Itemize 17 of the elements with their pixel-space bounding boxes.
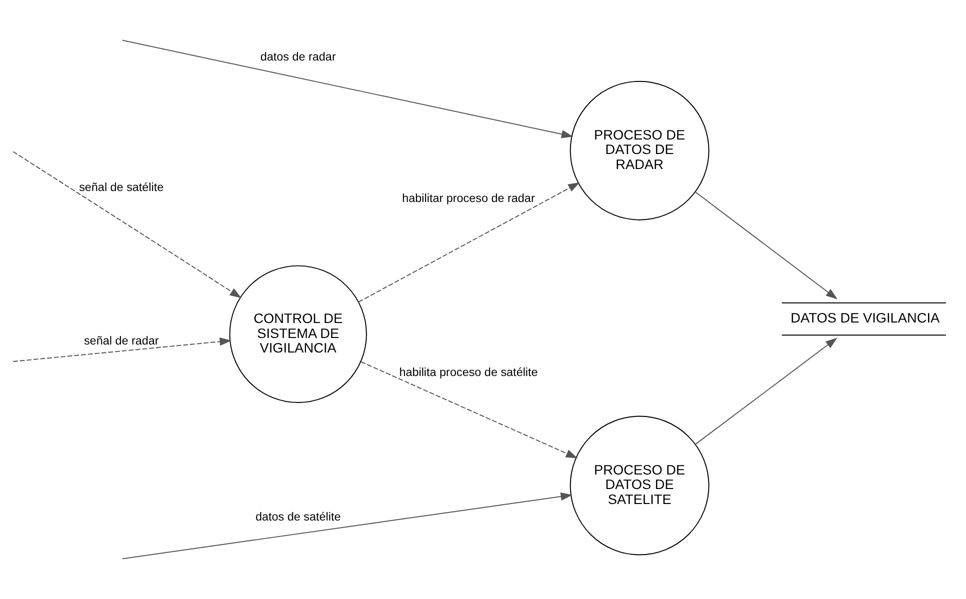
- edge-label: habilita proceso de satélite: [399, 366, 538, 379]
- arrow: [358, 182, 580, 302]
- node-text: DATOS DE VIGILANCIA: [790, 310, 940, 326]
- arrow: [360, 361, 578, 458]
- arrow: [122, 492, 572, 560]
- node-circle: PROCESO DE DATOS DE RADAR: [570, 80, 710, 220]
- edge-label: datos de radar: [260, 50, 336, 64]
- node-circle: PROCESO DE DATOS DE SATELITE: [570, 416, 710, 556]
- arrow: [122, 40, 574, 138]
- edge-label: señal de radar: [84, 334, 159, 348]
- edge-label: habilitar proceso de radar: [402, 192, 535, 205]
- edge-label: datos de satélite: [255, 510, 341, 524]
- arrow: [12, 151, 242, 298]
- edge-label: señal de satélite: [79, 181, 164, 194]
- arrow: [694, 338, 838, 445]
- arrow: [694, 191, 838, 300]
- arrow: [12, 338, 232, 362]
